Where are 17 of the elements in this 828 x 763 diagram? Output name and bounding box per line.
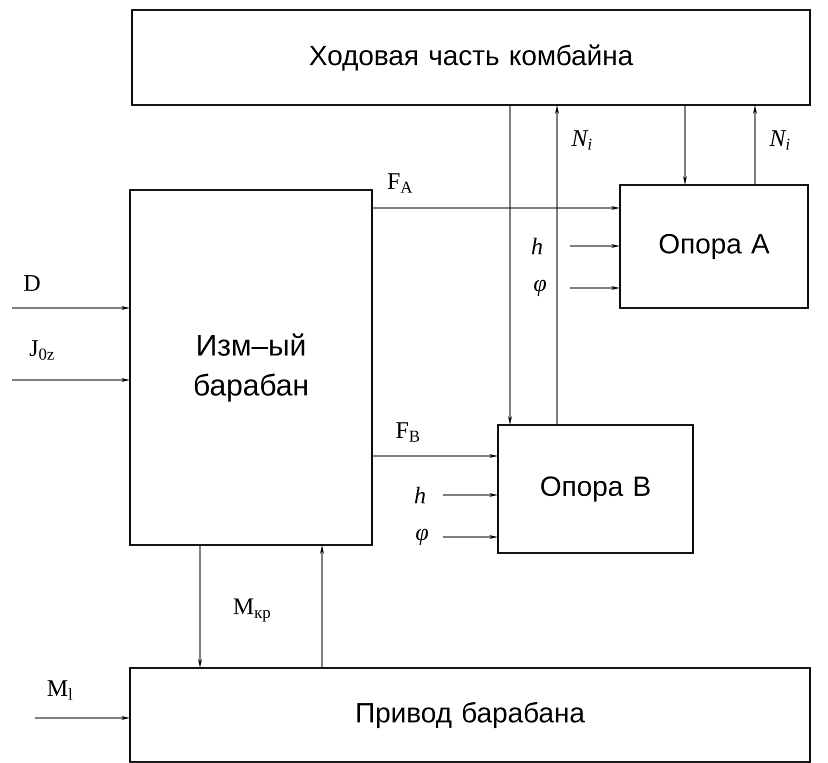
edge-label: h bbox=[532, 238, 542, 254]
edge-label: φ bbox=[416, 528, 428, 546]
block-box: Ходовая часть комбайна bbox=[131, 9, 811, 106]
block-box: Изм–ый барабан bbox=[129, 189, 373, 546]
block-box: Опора А bbox=[619, 184, 809, 309]
edge-label: J$_{0z}$ bbox=[30, 340, 54, 360]
edge-label: M$_{кр}$ bbox=[234, 598, 270, 622]
edge-label: φ bbox=[534, 280, 546, 296]
edge-label: M$_{l}$ bbox=[48, 680, 72, 700]
edge-label: F$_{B}$ bbox=[396, 422, 420, 442]
edge-label: N$_{i}$ bbox=[769, 130, 790, 150]
edge-label: D bbox=[24, 275, 40, 291]
block-box: Привод барабана bbox=[129, 667, 811, 763]
edge-label: h bbox=[414, 486, 425, 504]
edge-label: N$_{i}$ bbox=[571, 130, 592, 150]
block-box: Опора В bbox=[497, 424, 694, 554]
edge-label: F$_{A}$ bbox=[388, 173, 412, 193]
